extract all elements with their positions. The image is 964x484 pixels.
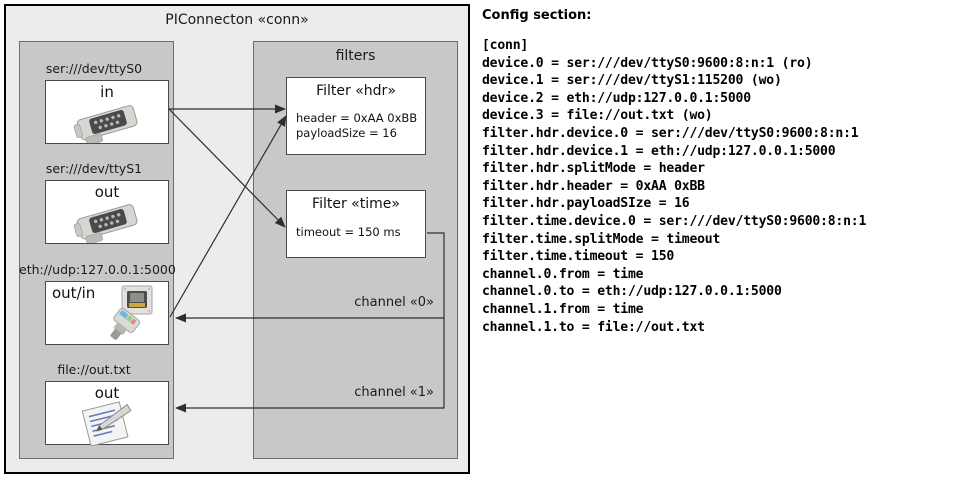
device-label-file: file://out.txt — [57, 362, 131, 377]
channel-label-0: channel «0» — [354, 295, 434, 310]
device-direction-file: out — [94, 384, 120, 402]
device-label-ttyS0: ser:///dev/ttyS0 — [45, 61, 143, 76]
serial-port-icon — [73, 105, 138, 143]
device-box-ttyS1[interactable]: out — [45, 180, 169, 244]
device-box-eth[interactable]: out/in — [45, 281, 169, 345]
serial-port-icon — [73, 204, 138, 243]
connector-title: PIConnecton «conn» — [165, 12, 309, 28]
filter-attr-hdr-payloadsize: payloadSize = 16 — [296, 126, 397, 140]
filter-attr-hdr-header: header = 0xAA 0xBB — [296, 111, 418, 125]
channel-label-1: channel «1» — [354, 385, 434, 400]
config-body: [conn] device.0 = ser:///dev/ttyS0:9600:… — [482, 38, 867, 335]
filter-box-hdr[interactable]: Filter «hdr» header = 0xAA 0xBB payloadS… — [286, 77, 426, 155]
device-direction-ttyS1: out — [94, 183, 120, 201]
architecture-diagram: PIConnecton «conn» filters ser:///dev/tt… — [4, 4, 472, 478]
config-section: Config section: [conn] device.0 = ser://… — [482, 8, 962, 336]
filter-attr-time-timeout: timeout = 150 ms — [296, 225, 401, 239]
filter-box-time[interactable]: Filter «time» timeout = 150 ms — [286, 190, 426, 258]
device-direction-ttyS0: in — [100, 83, 114, 101]
device-direction-eth: out/in — [52, 284, 96, 302]
device-box-file[interactable]: out — [45, 381, 169, 446]
device-box-ttyS0[interactable]: in — [45, 80, 169, 144]
filter-title-time: Filter «time» — [312, 196, 400, 212]
device-label-eth: eth://udp:127.0.0.1:5000 — [19, 262, 176, 277]
filter-title-hdr: Filter «hdr» — [316, 83, 396, 99]
ethernet-jack-icon — [110, 285, 153, 340]
config-heading: Config section: — [482, 8, 592, 23]
filters-group-title: filters — [335, 48, 376, 64]
device-label-ttyS1: ser:///dev/ttyS1 — [45, 161, 143, 176]
text-file-icon — [81, 401, 132, 446]
